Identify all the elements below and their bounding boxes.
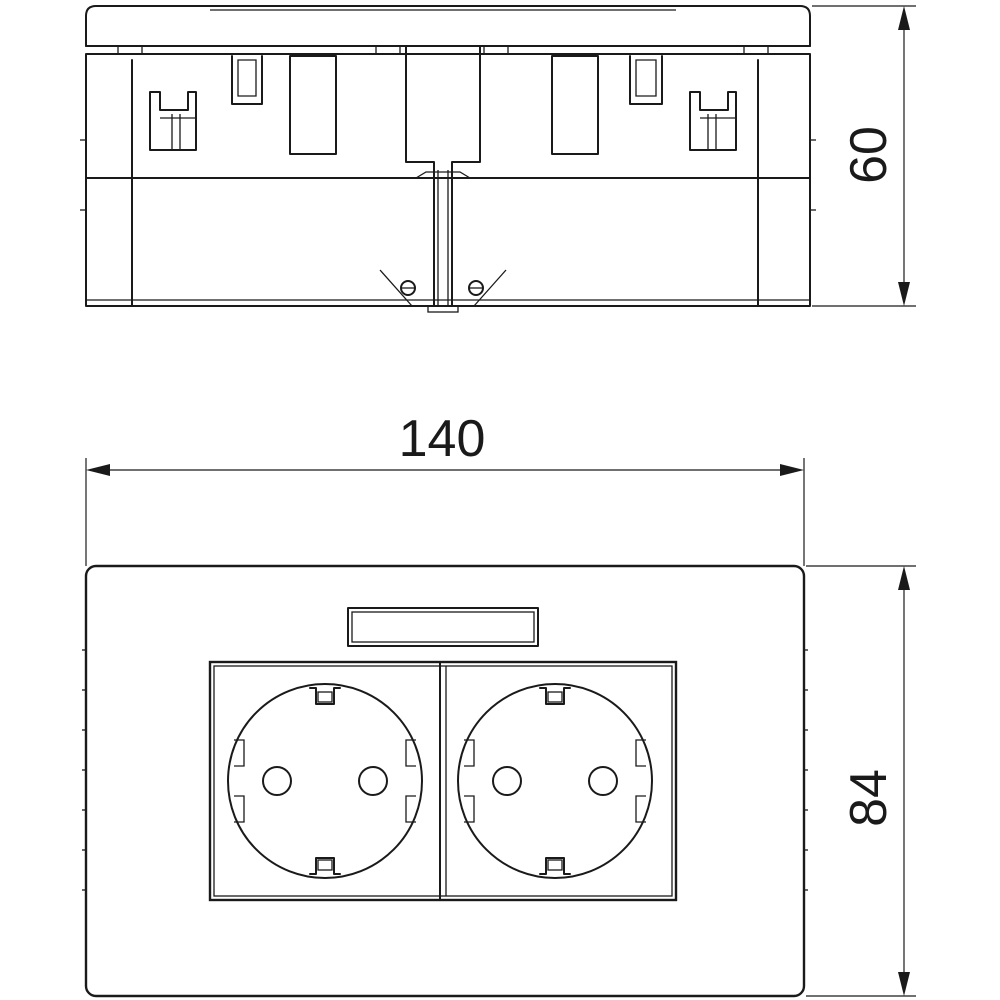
- dimension-arrow: [898, 566, 910, 590]
- front-view-grip-right: [804, 649, 808, 891]
- side-view-tab: [375, 45, 401, 55]
- socket-pin-hole-icon: [492, 766, 522, 796]
- side-view-latch-right-inner: [635, 59, 657, 97]
- side-view-center-notch: [415, 171, 471, 179]
- socket-pin-hole-icon: [262, 766, 292, 796]
- side-view-latch-left-inner: [237, 59, 257, 97]
- side-view-pocket-right: [551, 55, 599, 155]
- side-view-clip-right: [689, 91, 737, 151]
- front-view: [82, 564, 808, 998]
- socket-recess: [457, 683, 653, 879]
- side-view-latch-left: [231, 55, 263, 105]
- front-view-grip-left: [82, 649, 86, 891]
- side-view-center-foot: [427, 305, 459, 313]
- socket-earth-contact-bottom: [317, 859, 333, 871]
- dimension-label-60: 60: [840, 126, 898, 184]
- socket-earth-clip-left: [464, 795, 475, 823]
- socket-earth-contact-top: [309, 687, 341, 705]
- socket-earth-clip-right: [405, 795, 416, 823]
- side-view-chamfer: [473, 269, 507, 307]
- front-view-label-window: [347, 607, 539, 647]
- socket-earth-clip-left: [234, 739, 245, 767]
- dimension-height-top: 60: [812, 5, 916, 307]
- socket-earth-clip-left: [234, 795, 245, 823]
- front-view-label-window-inner: [351, 611, 535, 643]
- dimension-arrow: [898, 972, 910, 996]
- socket-outlet-left: [227, 683, 423, 879]
- front-view-frame: [84, 564, 806, 998]
- socket-earth-contact-bottom: [539, 857, 571, 875]
- side-view-pocket-left: [289, 55, 337, 155]
- socket-earth-contact-top: [539, 687, 571, 705]
- dimension-arrow: [898, 6, 910, 30]
- side-view-clip-left: [149, 91, 197, 151]
- side-view-chamfer: [379, 269, 413, 307]
- dimension-label-140: 140: [399, 410, 486, 468]
- front-view-socket-plate-inner: [213, 665, 673, 897]
- dimension-arrow: [780, 464, 804, 476]
- socket-earth-clip-right: [635, 739, 646, 767]
- dimension-arrow: [86, 464, 110, 476]
- side-view: [80, 5, 816, 313]
- socket-earth-contact-top: [317, 691, 333, 703]
- socket-pin-hole-icon: [358, 766, 388, 796]
- socket-earth-contact-bottom: [547, 859, 563, 871]
- socket-earth-clip-left: [464, 739, 475, 767]
- side-view-housing: [85, 53, 811, 307]
- front-view-socket-plate: [208, 660, 678, 902]
- socket-recess: [227, 683, 423, 879]
- side-view-latch-right: [629, 55, 663, 105]
- socket-earth-clip-right: [635, 795, 646, 823]
- side-view-tab: [483, 45, 509, 55]
- side-view-center-divider: [405, 45, 435, 307]
- dimension-arrow: [898, 282, 910, 306]
- socket-outlet-right: [457, 683, 653, 879]
- dimension-label-84: 84: [840, 769, 898, 827]
- side-view-tab: [117, 45, 143, 55]
- side-view-cover: [85, 5, 811, 47]
- side-view-tab: [743, 45, 769, 55]
- side-view-center-divider: [451, 45, 481, 307]
- socket-earth-contact-top: [547, 691, 563, 703]
- socket-pin-hole-icon: [588, 766, 618, 796]
- socket-earth-contact-bottom: [309, 857, 341, 875]
- dimension-height-front: 84: [806, 565, 916, 997]
- socket-earth-clip-right: [405, 739, 416, 767]
- dimension-width: 140: [85, 410, 805, 566]
